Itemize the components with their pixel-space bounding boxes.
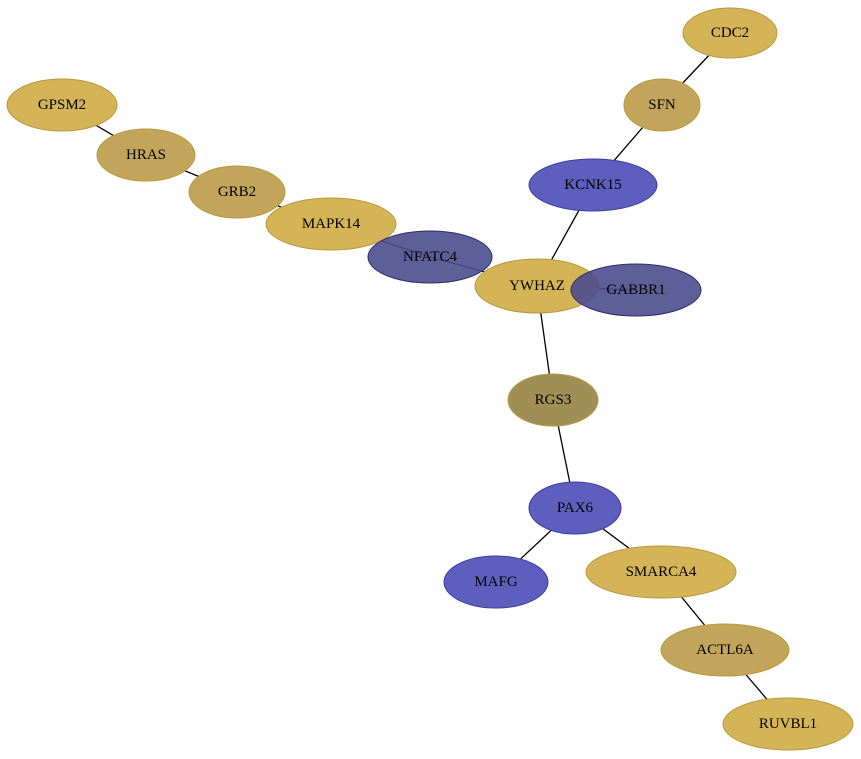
node-cdc2[interactable]: CDC2 bbox=[682, 7, 778, 59]
node-mafg[interactable]: MAFG bbox=[443, 555, 549, 609]
node-gabbr1[interactable]: GABBR1 bbox=[570, 263, 702, 317]
node-label: MAPK14 bbox=[302, 216, 361, 232]
node-label: NFATC4 bbox=[403, 249, 457, 265]
node-ellipse bbox=[682, 7, 778, 59]
node-label: HRAS bbox=[126, 147, 166, 163]
node-label: YWHAZ bbox=[509, 278, 565, 294]
node-label: KCNK15 bbox=[564, 177, 622, 193]
node-ruvbl1[interactable]: RUVBL1 bbox=[722, 697, 854, 751]
node-label: GPSM2 bbox=[38, 97, 86, 113]
node-ellipse bbox=[265, 197, 397, 251]
node-label: PAX6 bbox=[557, 500, 594, 516]
node-ellipse bbox=[96, 128, 196, 182]
node-label: SMARCA4 bbox=[626, 564, 697, 580]
node-ellipse bbox=[188, 165, 286, 219]
node-ellipse bbox=[660, 623, 790, 677]
node-kcnk15[interactable]: KCNK15 bbox=[528, 158, 658, 212]
node-ellipse bbox=[585, 545, 737, 599]
node-smarca4[interactable]: SMARCA4 bbox=[585, 545, 737, 599]
node-sfn[interactable]: SFN bbox=[623, 78, 701, 132]
node-label: GRB2 bbox=[218, 184, 256, 200]
node-grb2[interactable]: GRB2 bbox=[188, 165, 286, 219]
node-label: CDC2 bbox=[711, 25, 749, 41]
node-pax6[interactable]: PAX6 bbox=[528, 481, 622, 535]
node-label: RGS3 bbox=[535, 392, 572, 408]
node-rgs3[interactable]: RGS3 bbox=[507, 373, 599, 427]
node-ellipse bbox=[570, 263, 702, 317]
node-ellipse bbox=[722, 697, 854, 751]
node-ellipse bbox=[507, 373, 599, 427]
node-label: SFN bbox=[648, 97, 676, 113]
node-ellipse bbox=[528, 158, 658, 212]
node-gpsm2[interactable]: GPSM2 bbox=[6, 78, 118, 132]
node-nfatc4[interactable]: NFATC4 bbox=[367, 230, 493, 284]
node-actl6a[interactable]: ACTL6A bbox=[660, 623, 790, 677]
node-ellipse bbox=[443, 555, 549, 609]
node-ellipse bbox=[367, 230, 493, 284]
node-ellipse bbox=[528, 481, 622, 535]
node-label: GABBR1 bbox=[606, 282, 665, 298]
node-label: RUVBL1 bbox=[759, 716, 817, 732]
node-ellipse bbox=[6, 78, 118, 132]
node-mapk14[interactable]: MAPK14 bbox=[265, 197, 397, 251]
node-ellipse bbox=[623, 78, 701, 132]
node-label: MAFG bbox=[474, 574, 518, 590]
node-label: ACTL6A bbox=[696, 642, 754, 658]
node-ywhaz[interactable]: YWHAZ bbox=[474, 258, 600, 314]
node-hras[interactable]: HRAS bbox=[96, 128, 196, 182]
